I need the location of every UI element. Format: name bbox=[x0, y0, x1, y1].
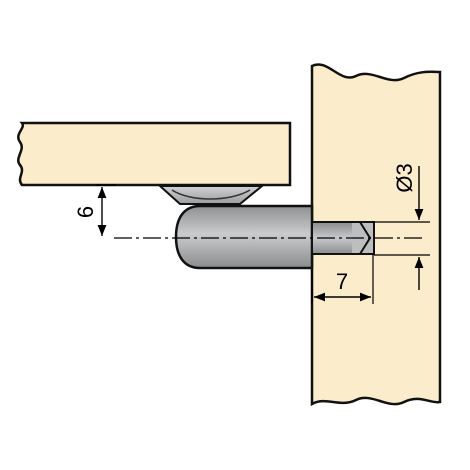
diameter-dim-label: Ø3 bbox=[392, 163, 417, 192]
saddle-curve bbox=[171, 189, 251, 200]
shelf-support-saddle bbox=[157, 185, 265, 205]
height-dim-label: 6 bbox=[73, 206, 98, 218]
pin-body bbox=[174, 204, 314, 270]
side-panel bbox=[310, 63, 442, 407]
shelf-board bbox=[17, 121, 292, 187]
depth-dim-label: 7 bbox=[336, 269, 348, 294]
